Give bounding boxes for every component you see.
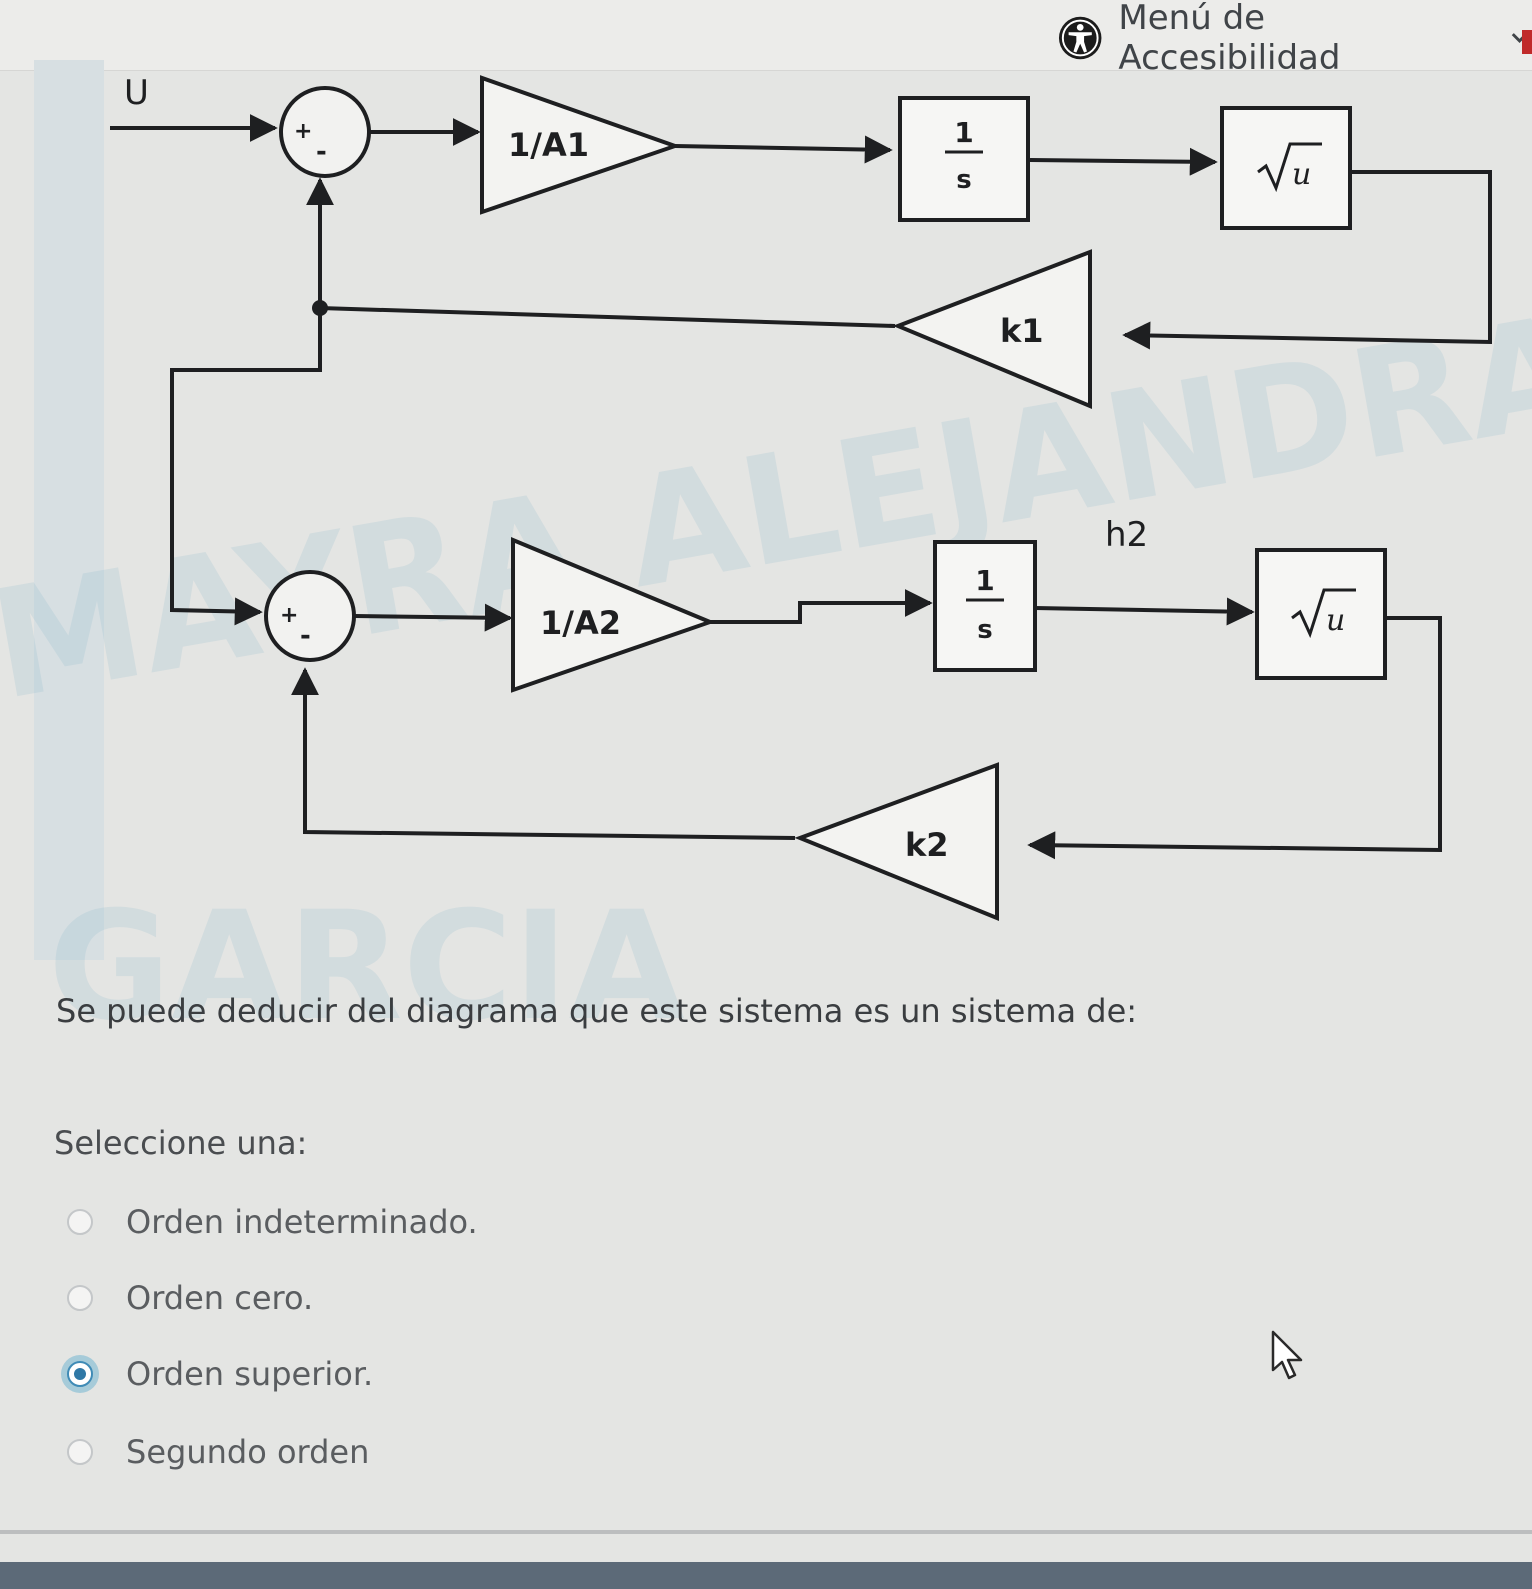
integrator-block-2 — [933, 540, 1037, 672]
option-label: Orden indeterminado. — [126, 1203, 478, 1241]
line-sum2-to-gain2 — [354, 603, 513, 632]
sqrt-2-radical — [1291, 588, 1356, 639]
sum1-minus: - — [316, 137, 327, 167]
select-one-label: Seleccione una: — [54, 1124, 308, 1162]
radio-box — [56, 1198, 104, 1246]
block-diagram: + - + - 1/A1 1/A2 1 s 1 s u u k1 k2 U h2 — [110, 73, 1492, 921]
junction-dot — [312, 300, 328, 316]
sqrt-block-2 — [1255, 548, 1387, 680]
gain-1-label: 1/A1 — [508, 126, 589, 164]
line-sqrt1-to-k1 — [1122, 170, 1492, 350]
line-gain1-to-integrator1 — [674, 135, 893, 164]
feedback-gain-2-label: k2 — [905, 826, 949, 864]
option-label: Orden cero. — [126, 1279, 314, 1317]
edge-marker — [1522, 30, 1532, 54]
line-sqrt2-to-k2 — [1027, 616, 1442, 860]
radio-button[interactable] — [67, 1439, 93, 1465]
option-label: Segundo orden — [126, 1433, 370, 1471]
sum-junction-2 — [264, 570, 356, 662]
line-k1-output — [319, 306, 896, 328]
integrator-2-denominator: s — [977, 615, 992, 645]
option-label: Orden superior. — [126, 1355, 374, 1393]
gain-2-label: 1/A2 — [540, 604, 621, 642]
gain-block-1 — [480, 75, 682, 215]
mouse-cursor-icon — [1271, 1330, 1303, 1380]
sum2-plus: + — [280, 603, 298, 628]
option-segundo-orden[interactable]: Segundo orden — [56, 1422, 369, 1482]
radio-button[interactable] — [67, 1285, 93, 1311]
feedback-gain-block-2 — [794, 762, 999, 921]
option-orden-superior[interactable]: Orden superior. — [56, 1344, 373, 1404]
radio-box — [56, 1428, 104, 1476]
sqrt-1-radical — [1257, 142, 1322, 193]
sum1-plus: + — [294, 119, 312, 144]
question-text: Se puede deducir del diagrama que este s… — [56, 992, 1138, 1030]
line-gain2-to-integrator2 — [710, 589, 933, 624]
line-integrator2-to-sqrt2 — [1034, 597, 1255, 626]
line-tank1-to-sum2 — [170, 308, 322, 626]
left-strip — [34, 60, 104, 960]
radio-box — [56, 1274, 104, 1322]
accessibility-icon — [1058, 16, 1102, 60]
sqrt-1-argument: u — [1292, 157, 1311, 192]
sqrt-block-1 — [1220, 106, 1352, 230]
integrator-block-1 — [898, 96, 1030, 222]
top-bar: Menú de Accesibilidad — [0, 0, 1532, 78]
taskbar — [0, 1562, 1532, 1589]
sum2-minus: - — [300, 621, 311, 651]
integrator-2-numerator: 1 — [975, 564, 994, 597]
feedback-gain-block-1 — [892, 249, 1092, 409]
radio-button[interactable] — [67, 1209, 93, 1235]
sum-junction-1 — [279, 86, 371, 178]
accessibility-menu-label: Menú de Accesibilidad — [1118, 0, 1341, 78]
gain-block-2 — [511, 537, 716, 693]
sqrt-2-argument: u — [1326, 603, 1345, 638]
integrator-1-numerator: 1 — [954, 116, 973, 149]
state-label: h2 — [1105, 515, 1148, 555]
integrator-1-denominator: s — [956, 165, 971, 195]
option-orden-indeterminado[interactable]: Orden indeterminado. — [56, 1192, 478, 1252]
input-label: U — [124, 73, 149, 113]
accessibility-menu[interactable]: Menú de Accesibilidad — [1058, 0, 1532, 78]
line-integrator1-to-sqrt1 — [1029, 147, 1218, 176]
radio-button-selected[interactable] — [67, 1361, 93, 1387]
feedback-gain-1-label: k1 — [1000, 312, 1044, 350]
radio-box — [56, 1350, 104, 1398]
option-orden-cero[interactable]: Orden cero. — [56, 1268, 313, 1328]
line-k2-feedback — [303, 702, 796, 840]
footer-divider — [0, 1530, 1532, 1534]
